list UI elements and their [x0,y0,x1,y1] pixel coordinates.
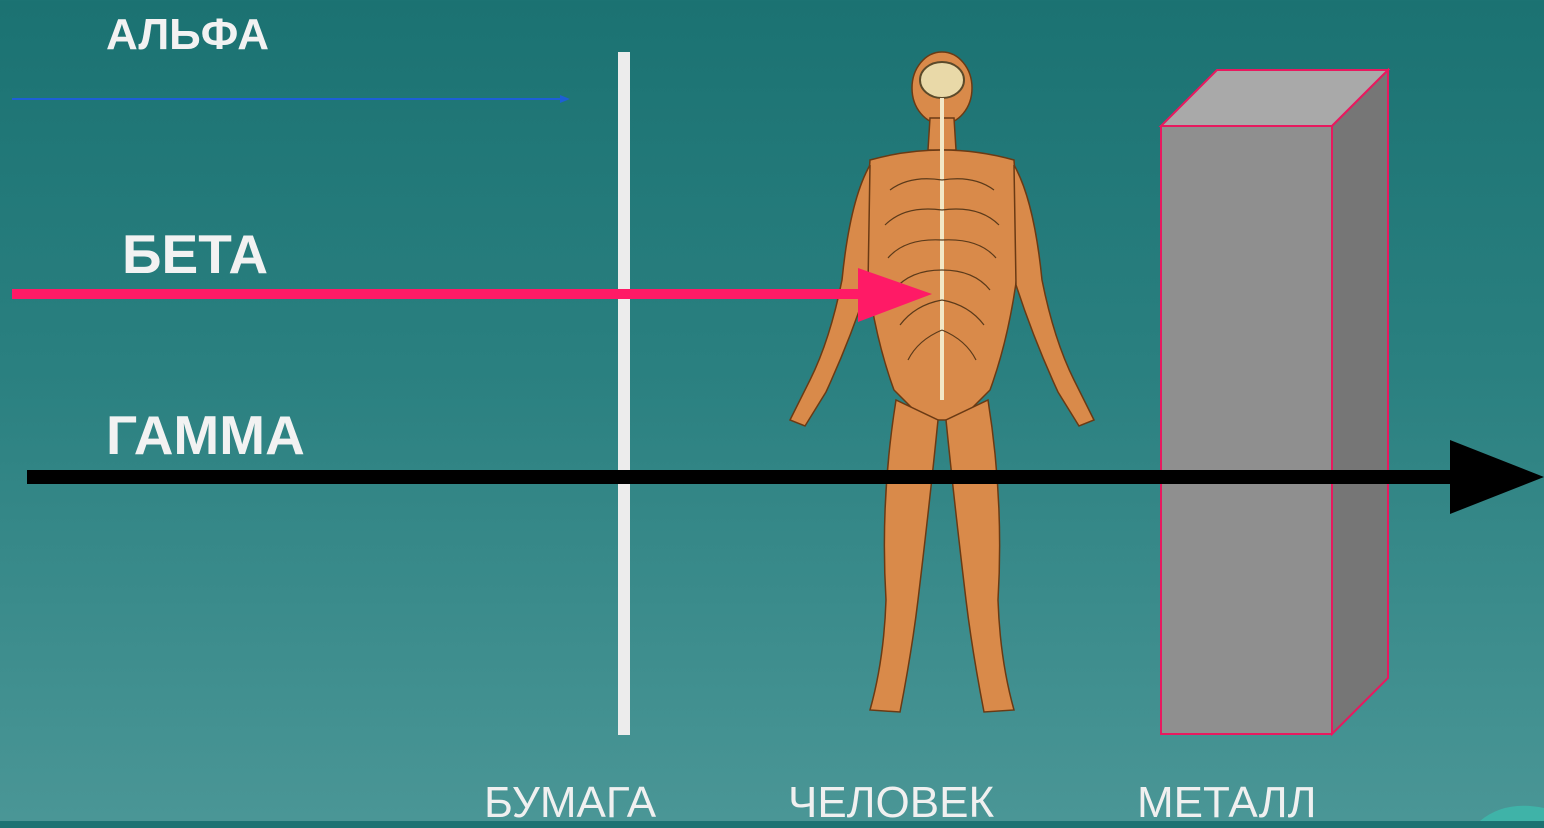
brain-icon [920,62,964,98]
alpha-ray [12,95,570,103]
metal-front-face [1161,126,1332,734]
metal-side-face [1332,70,1388,734]
beta-label: БЕТА [122,222,268,286]
gamma-label: ГАММА [106,403,305,467]
alpha-label: АЛЬФА [106,10,269,60]
paper-sheet [618,52,630,735]
corner-decoration [1480,806,1544,821]
metal-block [1161,70,1388,734]
